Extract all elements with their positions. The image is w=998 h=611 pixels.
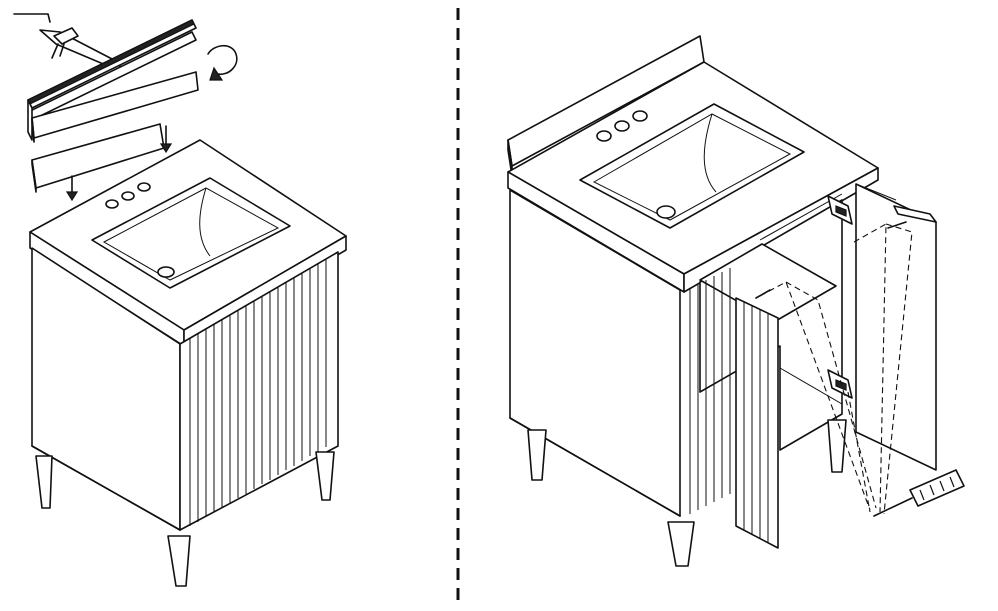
fluted-door-closed: [689, 268, 731, 514]
backsplash-strip-side: [31, 71, 199, 143]
fluted-door-left: [189, 259, 327, 526]
leg-right-1: [527, 429, 547, 481]
screwdriver-icon: [873, 469, 965, 517]
backsplash-strip-top: [27, 19, 197, 141]
leg-right-3: [827, 419, 847, 473]
leg-right-2: [667, 521, 695, 567]
leg-left-1: [35, 455, 53, 509]
caulk-gun-icon: [13, 13, 121, 67]
left-panel: [13, 13, 347, 587]
cabinet-body-right: [509, 189, 847, 567]
hinge-icon: [827, 195, 853, 399]
cabinet-body-left: [31, 247, 339, 587]
vanity-top-right: [507, 61, 879, 293]
door-panel-right: [855, 183, 937, 471]
adjustment-lines: [755, 221, 913, 515]
rotate-arrow-icon: [207, 44, 238, 81]
down-arrow-icon: [65, 125, 173, 202]
fluted-door-open: [735, 297, 779, 549]
leg-left-3: [315, 451, 335, 501]
right-panel: [507, 35, 965, 567]
leg-left-2: [167, 535, 191, 587]
